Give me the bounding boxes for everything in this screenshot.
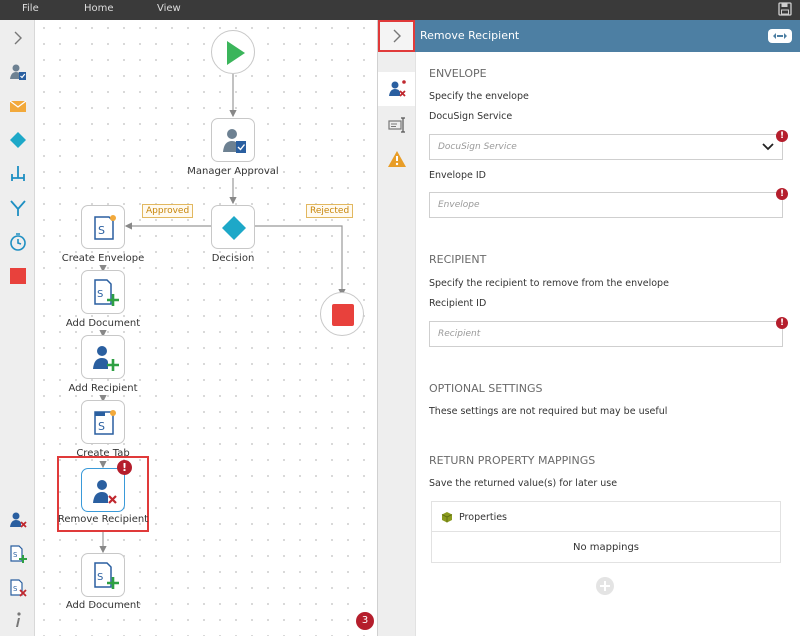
remove-recipient-tab-icon — [389, 80, 406, 97]
decision-node[interactable] — [211, 205, 255, 249]
create-tab-label: Create Tab — [76, 448, 130, 459]
workflow-connectors — [99, 74, 346, 554]
envelope-id-required-icon: ! — [776, 188, 788, 200]
email-tool-icon[interactable] — [8, 96, 28, 116]
timer-tool-icon[interactable] — [8, 232, 28, 252]
expand-arrows-icon — [773, 33, 787, 39]
add-recipient-node[interactable] — [81, 335, 125, 379]
chevron-down-icon — [762, 143, 774, 151]
remove-recipient-label: Remove Recipient — [57, 514, 149, 525]
merge-tool-icon[interactable] — [8, 198, 28, 218]
menu-home[interactable]: Home — [84, 3, 114, 14]
panel-title: Remove Recipient — [420, 29, 520, 42]
collapse-panel-button[interactable] — [378, 20, 415, 52]
warning-tab-icon[interactable] — [387, 149, 407, 169]
menu-file[interactable]: File — [22, 3, 39, 14]
recipient-id-input[interactable]: Recipient — [429, 321, 783, 347]
add-document-label-2: Add Document — [65, 600, 141, 611]
add-mapping-button[interactable] — [596, 577, 614, 595]
error-count-badge[interactable]: 3 — [356, 612, 374, 630]
svg-text:S: S — [98, 420, 105, 433]
menu-view[interactable]: View — [157, 3, 181, 14]
manager-approval-label: Manager Approval — [187, 166, 279, 177]
approval-icon — [223, 129, 246, 153]
recipient-id-required-icon: ! — [776, 317, 788, 329]
envelope-id-placeholder: Envelope — [438, 200, 480, 210]
optional-settings-description: These settings are not required but may … — [429, 406, 668, 417]
return-mappings-heading[interactable]: RETURN PROPERTY MAPPINGS — [429, 454, 596, 467]
info-icon[interactable] — [8, 610, 28, 630]
add-document-tool-icon[interactable]: S — [8, 544, 28, 564]
add-document-node-2[interactable]: S — [81, 553, 125, 597]
add-recipient-icon — [93, 346, 119, 371]
toolbox-sidebar: S S — [0, 20, 35, 636]
property-panel-tabs — [377, 20, 416, 636]
recipient-id-label: Recipient ID — [429, 298, 487, 309]
envelope-section-heading: ENVELOPE — [429, 67, 487, 80]
manager-approval-node[interactable] — [211, 118, 255, 162]
properties-mapping-box: Properties No mappings — [431, 501, 781, 563]
docusign-service-select[interactable]: DocuSign Service — [429, 134, 783, 160]
approval-tool-icon[interactable] — [8, 62, 28, 82]
svg-text:S: S — [98, 224, 105, 237]
text-editor-tab-icon[interactable] — [387, 115, 407, 135]
play-icon — [227, 41, 245, 65]
approved-branch-label: Approved — [142, 204, 194, 218]
tab-step-properties[interactable] — [378, 72, 416, 106]
start-node[interactable] — [211, 30, 255, 74]
plus-icon — [600, 581, 610, 591]
stop-node[interactable] — [320, 292, 364, 336]
expand-toolbox-icon[interactable] — [8, 28, 28, 48]
properties-header[interactable]: Properties — [432, 502, 780, 532]
add-document-node[interactable]: S — [81, 270, 125, 314]
envelope-id-label: Envelope ID — [429, 170, 486, 181]
svg-text:S: S — [13, 585, 18, 593]
node-error-icon[interactable]: ! — [117, 460, 132, 475]
stop-icon — [332, 304, 354, 326]
panel-header: Remove Recipient — [415, 20, 800, 52]
docusign-service-label: DocuSign Service — [429, 111, 513, 122]
add-recipient-label: Add Recipient — [68, 383, 138, 394]
chevron-right-icon — [393, 29, 401, 43]
workflow-canvas[interactable]: Manager Approval Decision Approved Rejec… — [36, 20, 376, 636]
svg-text:S: S — [97, 572, 103, 583]
decision-tool-icon[interactable] — [8, 130, 28, 150]
save-icon[interactable] — [778, 2, 792, 16]
envelope-id-input[interactable]: Envelope — [429, 192, 783, 218]
create-envelope-label: Create Envelope — [61, 253, 145, 264]
decision-icon — [222, 216, 246, 240]
return-mappings-description: Save the returned value(s) for later use — [429, 478, 618, 489]
remove-document-tool-icon[interactable]: S — [8, 578, 28, 598]
stop-tool-icon[interactable] — [8, 266, 28, 286]
rejected-branch-label: Rejected — [306, 204, 354, 218]
panel-options-button[interactable] — [768, 29, 792, 43]
properties-label: Properties — [459, 512, 508, 523]
recipient-id-placeholder: Recipient — [438, 329, 481, 339]
recipient-section-heading: RECIPIENT — [429, 253, 487, 266]
menu-bar: File Home View — [0, 0, 800, 20]
create-tab-node[interactable]: S — [81, 400, 125, 444]
service-required-icon: ! — [776, 130, 788, 142]
create-envelope-icon: S — [94, 215, 116, 240]
svg-text:S: S — [13, 551, 18, 559]
docusign-service-placeholder: DocuSign Service — [438, 142, 517, 152]
no-mappings-text: No mappings — [572, 542, 639, 553]
recipient-description: Specify the recipient to remove from the… — [429, 278, 669, 289]
remove-recipient-node[interactable] — [81, 468, 125, 512]
split-tool-icon[interactable] — [8, 164, 28, 184]
create-tab-icon: S — [94, 410, 116, 435]
add-document-label: Add Document — [65, 318, 141, 329]
remove-recipient-icon — [93, 480, 117, 504]
envelope-description: Specify the envelope — [429, 91, 529, 102]
create-envelope-node[interactable]: S — [81, 205, 125, 249]
decision-label: Decision — [211, 253, 255, 264]
add-document-icon: S — [94, 562, 119, 589]
properties-form: ENVELOPE Specify the envelope DocuSign S… — [415, 52, 800, 636]
selected-node-highlight — [57, 456, 149, 532]
optional-settings-heading[interactable]: OPTIONAL SETTINGS — [429, 382, 543, 395]
remove-recipient-tool-icon[interactable] — [8, 510, 28, 530]
add-document-icon: S — [94, 279, 119, 306]
package-icon — [441, 512, 453, 523]
svg-text:S: S — [97, 289, 103, 300]
